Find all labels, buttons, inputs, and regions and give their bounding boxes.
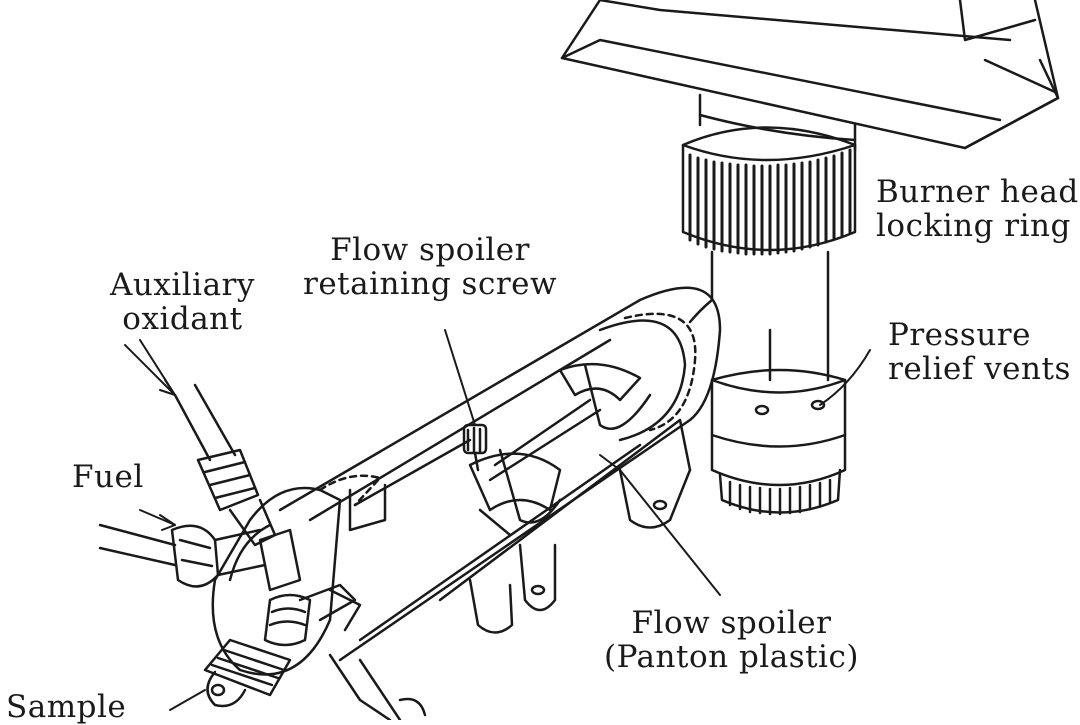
burner-head: [560, 0, 1060, 150]
leader-spoiler: [599, 454, 721, 596]
locking-ring: [681, 126, 857, 256]
oxidant-fitting: [173, 383, 277, 547]
label-burner-head-locking-ring: Burner head locking ring: [876, 174, 1079, 244]
label-sample: Sample: [6, 689, 127, 725]
label-pressure-relief-vents: Pressure relief vents: [888, 317, 1071, 387]
flow-spoiler-drawing: [468, 362, 652, 537]
leader-vents: [819, 349, 871, 406]
label-flow-spoiler-panton: Flow spoiler (Panton plastic): [604, 605, 859, 675]
pressure-relief-collar: [710, 368, 847, 516]
leader-oxidant: [124, 344, 176, 396]
mounting-lugs: [468, 468, 692, 634]
label-fuel: Fuel: [72, 459, 144, 495]
label-auxiliary-oxidant: Auxiliary oxidant: [110, 267, 255, 337]
leader-sample: [169, 689, 206, 711]
mixing-chamber: [278, 286, 722, 662]
label-flow-spoiler-retaining-screw: Flow spoiler retaining screw: [303, 232, 558, 302]
leader-lines: [124, 329, 871, 711]
burner-neck: [698, 93, 857, 152]
leader-fuel: [139, 509, 176, 526]
nebulizer-endplate: [211, 486, 362, 676]
leader-screw: [444, 329, 476, 426]
vertical-tube: [688, 250, 830, 382]
sample-fitting: [203, 638, 427, 720]
